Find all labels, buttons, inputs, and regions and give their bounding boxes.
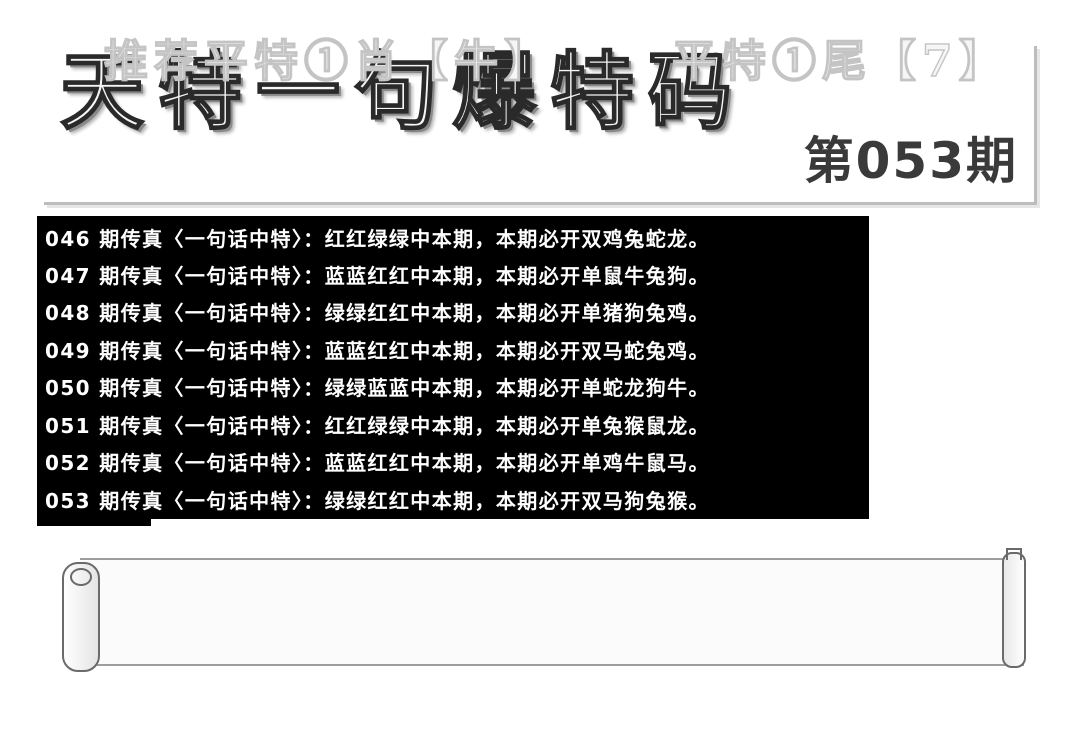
history-row: 053 期传真〈一句话中特〉：绿绿红红中本期，本期必开双马狗兔猴。 [45,489,710,513]
recommended-zodiac: 推荐平特①肖【牛】 [103,36,554,87]
recommendation-scroll [60,548,1026,672]
issue-number: 第053期 [803,132,1018,190]
history-row: 050 期传真〈一句话中特〉：绿绿蓝蓝中本期，本期必开单蛇龙狗牛。 [45,376,710,400]
scroll-roll-right-icon [1002,548,1026,668]
history-row: 046 期传真〈一句话中特〉：红红绿绿中本期，本期必开双鸡兔蛇龙。 [45,227,710,251]
history-list-tab [37,518,151,526]
header-banner [44,46,1037,205]
history-list: 046 期传真〈一句话中特〉：红红绿绿中本期，本期必开双鸡兔蛇龙。 047 期传… [37,216,869,519]
scroll-roll-left-icon [62,562,100,672]
history-row: 049 期传真〈一句话中特〉：蓝蓝红红中本期，本期必开双马蛇兔鸡。 [45,339,710,363]
history-row: 048 期传真〈一句话中特〉：绿绿红红中本期，本期必开单猪狗兔鸡。 [45,301,710,325]
history-row: 051 期传真〈一句话中特〉：红红绿绿中本期，本期必开单兔猴鼠龙。 [45,414,710,438]
history-row: 047 期传真〈一句话中特〉：蓝蓝红红中本期，本期必开单鼠牛兔狗。 [45,264,710,288]
page-title: 天特一句爆特码 [59,42,747,141]
scroll-body [80,558,1024,666]
recommended-tail: 平特①尾【7】 [671,36,1009,87]
history-row: 052 期传真〈一句话中特〉：蓝蓝红红中本期，本期必开单鸡牛鼠马。 [45,451,710,475]
